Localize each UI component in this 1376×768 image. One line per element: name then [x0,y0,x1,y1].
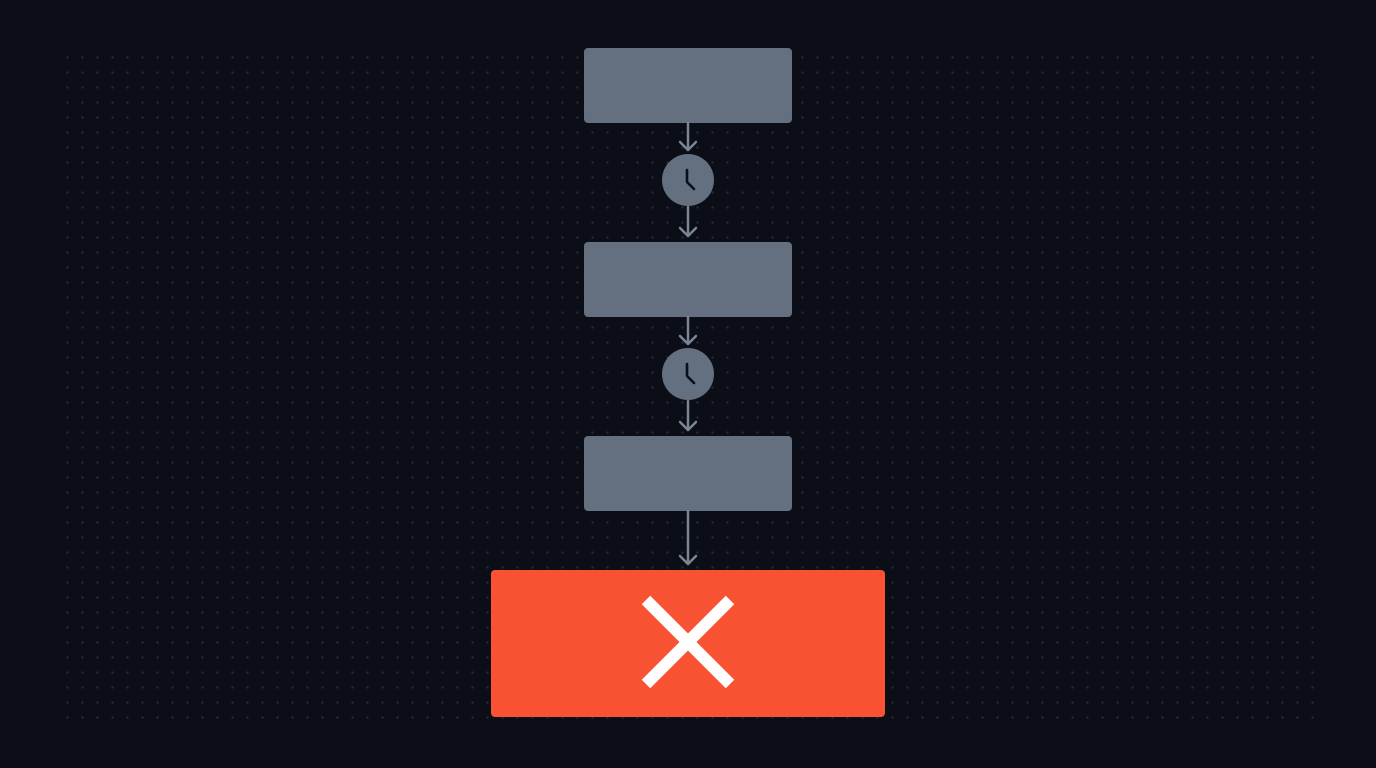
x-icon [641,595,735,689]
arrow-3 [678,315,698,346]
step-box-1 [584,48,792,123]
step-box-3 [584,436,792,511]
arrow-2 [678,205,698,238]
failure-box [491,570,885,717]
arrow-4 [678,399,698,432]
arrow-5 [678,509,698,566]
step-box-2 [584,242,792,317]
clock-icon [662,154,714,206]
clock-icon [662,348,714,400]
arrow-1 [678,121,698,152]
